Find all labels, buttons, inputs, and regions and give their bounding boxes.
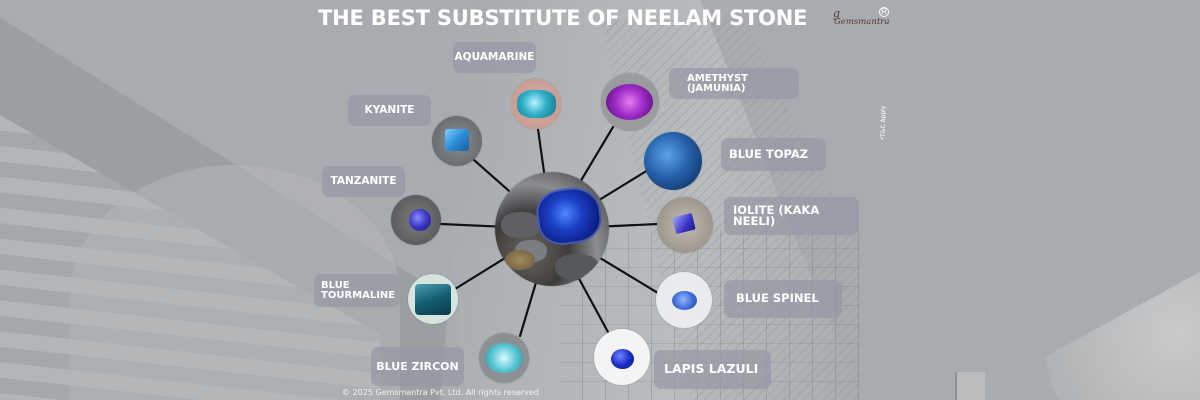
banner-title: THE BEST SUBSTITUTE OF NEELAM STONE [318, 6, 808, 30]
blue-topaz-image [644, 132, 702, 190]
label-tanzanite: TANZANITE [322, 166, 405, 197]
blue-sapphire-image [495, 172, 609, 286]
label-iolite: IOLITE (KAKA NEELI) [724, 197, 859, 235]
kyanite-image [432, 116, 482, 166]
brand-logo-mark: g [833, 7, 841, 20]
brand-logo: g Gemsmantra R [830, 7, 890, 34]
lapis-lazuli-image [594, 329, 650, 385]
copyright-footer: © 2025 Gemsmantra Pvt. Ltd. All rights r… [342, 388, 539, 397]
label-lapis-lazuli: LAPIS LAZULI [654, 350, 771, 389]
label-amethyst: AMETHYST (JAMUNIA) [669, 68, 799, 99]
label-kyanite: KYANITE [348, 95, 431, 126]
brand-logo-text: Gemsmantra [834, 17, 890, 27]
tanzanite-image [391, 195, 441, 245]
aquamarine-image [511, 79, 561, 129]
blue-spinel-image [656, 272, 712, 328]
amethyst-image [601, 73, 659, 131]
blue-tourmaline-image [408, 274, 458, 324]
blue-zircon-image [479, 333, 529, 383]
label-blue-tourmaline: BLUE TOURMALINE [314, 274, 400, 307]
label-aquamarine: AQUAMARINE [453, 42, 536, 73]
iolite-image [657, 197, 713, 253]
terms-note: *T&C Apply [880, 105, 887, 140]
label-blue-spinel: BLUE SPINEL [724, 280, 842, 318]
sapphire-gem-icon [533, 183, 605, 249]
background-post [955, 372, 985, 400]
registered-mark-icon: R [879, 7, 889, 17]
label-blue-zircon: BLUE ZIRCON [371, 347, 464, 386]
label-blue-topaz: BLUE TOPAZ [721, 138, 826, 171]
